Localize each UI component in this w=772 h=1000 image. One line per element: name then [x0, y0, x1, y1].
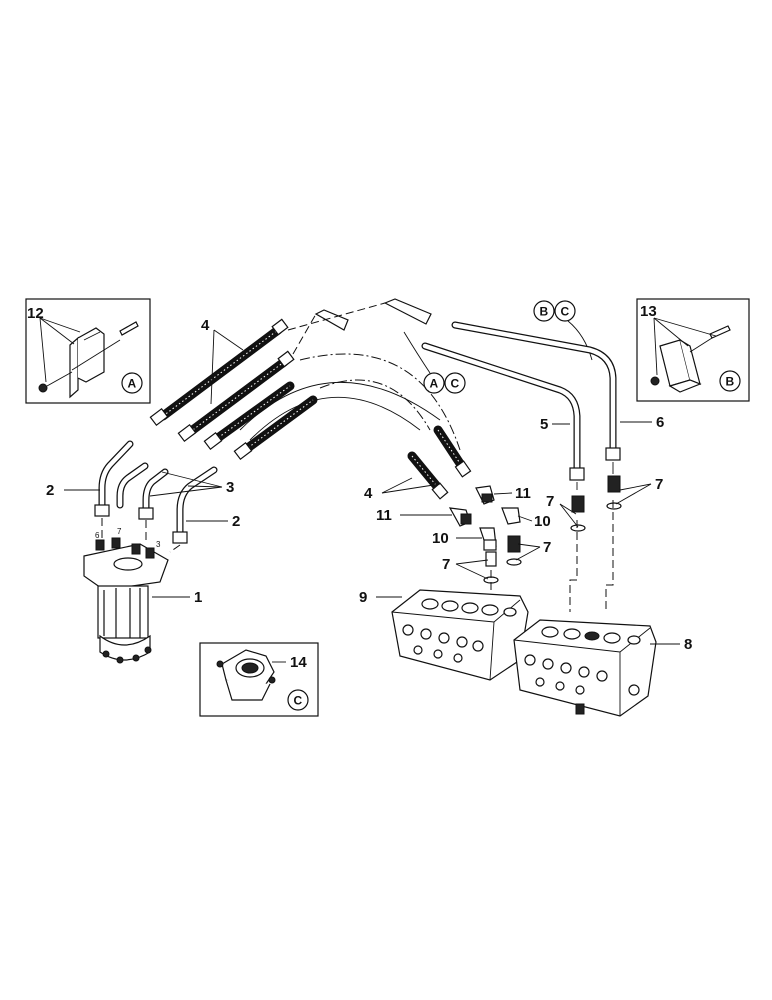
ref-b-label: B: [540, 305, 549, 319]
callout-7-lower-mid: 7: [543, 539, 551, 556]
callout-4-right: 4: [364, 485, 373, 502]
callout-2-right: 2: [232, 513, 240, 530]
callout-7-upper-right: 7: [655, 476, 663, 493]
callout-9: 9: [359, 589, 367, 606]
callout-11-left: 11: [376, 507, 392, 524]
callout-10-left: 10: [432, 530, 449, 547]
detail-a-label: A: [128, 377, 137, 391]
callout-7-upper-mid: 7: [546, 493, 554, 510]
tube-2-right: [172, 466, 218, 544]
tube-3a: [116, 462, 149, 509]
callout-12: 12: [27, 305, 44, 322]
fitting-10-left: [479, 527, 497, 551]
callout-10-right: 10: [534, 513, 551, 530]
detail-a-circle: [121, 372, 143, 394]
hose-4d: [233, 395, 318, 461]
fitting-11-left: [448, 507, 472, 527]
bracket-13-drawing: [650, 325, 731, 393]
callout-2-left: 2: [46, 482, 54, 499]
detail-c-circle: [287, 689, 309, 711]
callout-14: 14: [290, 654, 307, 671]
route-dash-3: [569, 520, 578, 612]
callout-8: 8: [684, 636, 692, 653]
clamp-12-drawing: [38, 321, 139, 399]
tube-6: [451, 321, 621, 461]
port-mark-6: 6: [95, 531, 100, 540]
port-mark-7: 7: [117, 527, 122, 536]
fitting-7-a: [483, 551, 499, 584]
callout-11-right: 11: [515, 485, 531, 502]
ref-ac-mid: A C: [403, 331, 466, 394]
tube-2-left: [94, 440, 134, 517]
detail-b-label: B: [726, 375, 735, 389]
valve-bank-9: [391, 589, 529, 681]
tube-top-fittings: [314, 298, 432, 331]
hose-4f: [433, 425, 472, 478]
callout-7-lower-left: 7: [442, 556, 450, 573]
hose-4e: [407, 451, 449, 500]
ref-c-label: C: [561, 305, 570, 319]
tube-5: [421, 342, 585, 481]
swivel-body-1: 6 7 3: [83, 527, 169, 664]
detail-b-circle: [719, 370, 741, 392]
route-dashdot-2: [299, 353, 461, 451]
clamp-14-drawing: [216, 649, 276, 701]
callout-4-top: 4: [201, 317, 210, 334]
fitting-7-c: [570, 495, 586, 532]
hose-4b: [177, 350, 295, 443]
detail-box-a: 12 A: [25, 298, 151, 404]
ref-c2-label: C: [451, 377, 460, 391]
port-mark-3: 3: [156, 540, 161, 549]
pipe-outline-1: [249, 396, 421, 441]
leader-lines: [64, 329, 680, 645]
callout-6: 6: [656, 414, 664, 431]
hose-4a: [149, 318, 289, 427]
callout-5: 5: [540, 416, 548, 433]
ref-bc-top: B C: [533, 300, 593, 361]
callout-13: 13: [640, 303, 657, 320]
route-dash-2: [292, 313, 317, 355]
fitting-10-right: [501, 507, 521, 525]
route-dash-4: [605, 500, 614, 612]
callout-1: 1: [194, 589, 202, 606]
route-dashdot-1: [319, 379, 431, 431]
fitting-7-d: [606, 475, 622, 510]
tube-3b: [138, 468, 169, 520]
hose-4c: [203, 381, 295, 451]
fitting-11-right: [475, 485, 495, 505]
detail-c-label: C: [294, 694, 303, 708]
hose-group-4-right: [407, 425, 472, 500]
ref-a-label: A: [430, 377, 439, 391]
callout-3: 3: [226, 479, 234, 496]
route-dash-1: [287, 302, 386, 331]
fitting-7-b: [506, 535, 522, 566]
valve-bank-8: [513, 619, 657, 717]
hose-group-4-left: [149, 318, 318, 461]
detail-box-c: 14 C: [199, 642, 319, 717]
detail-box-b: 13 B: [636, 298, 750, 402]
